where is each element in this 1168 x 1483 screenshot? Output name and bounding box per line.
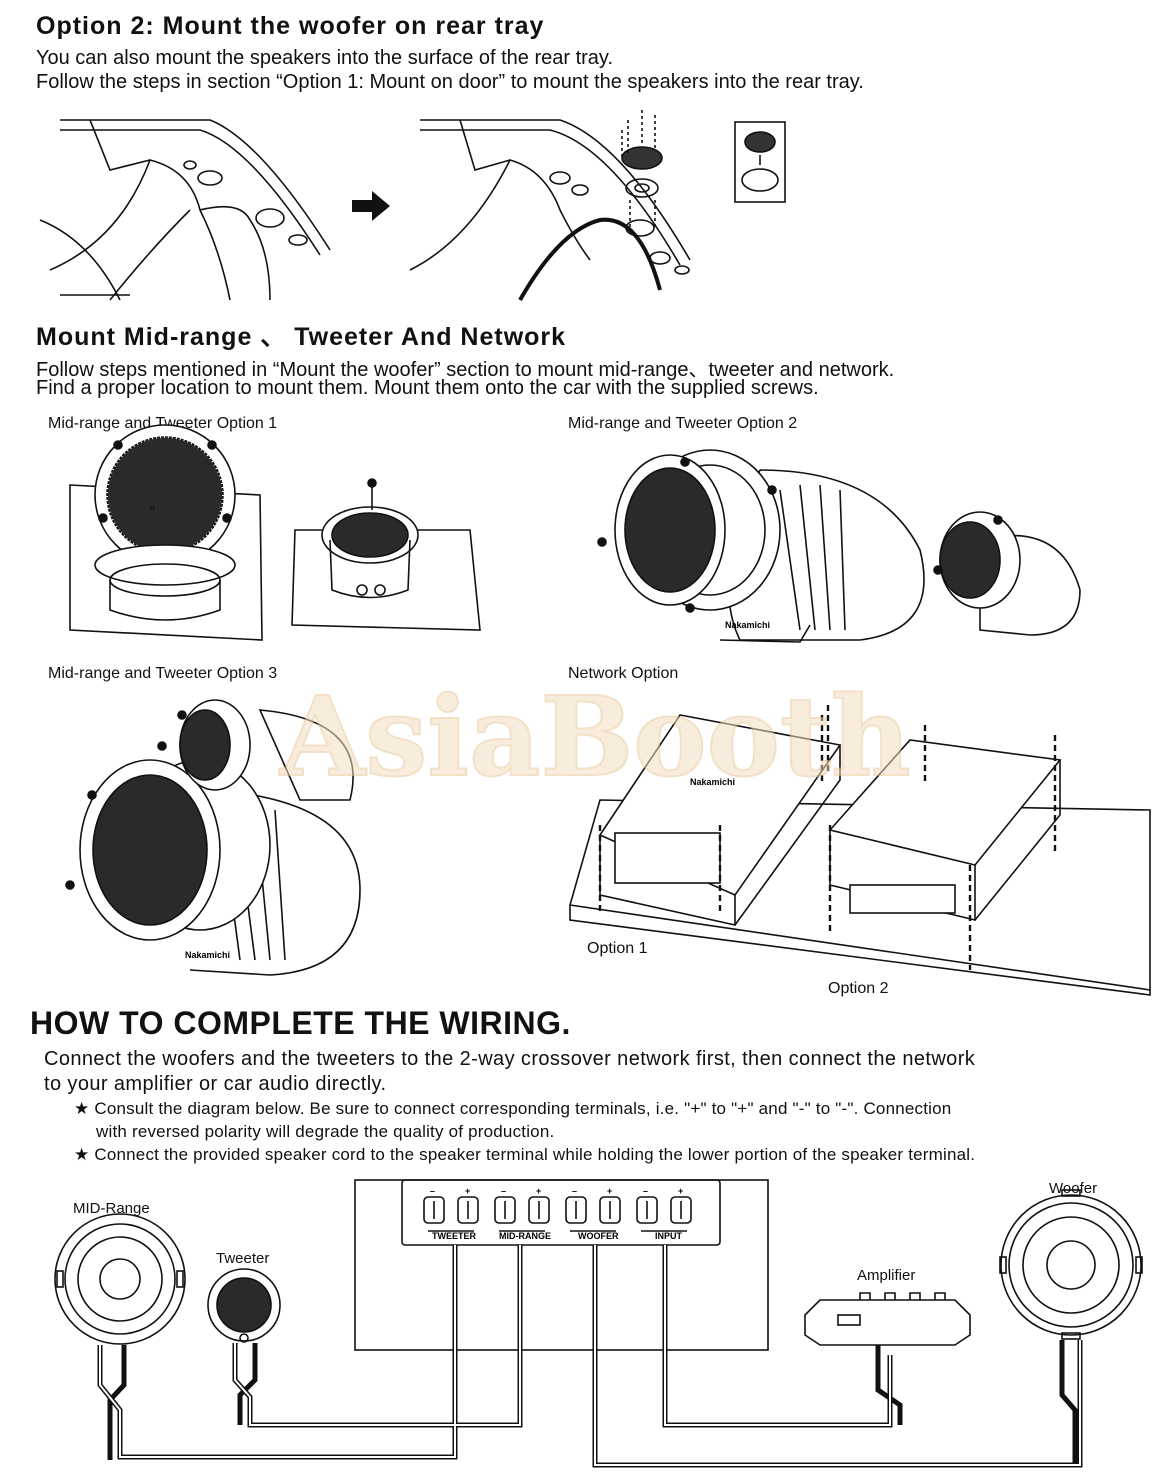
caption-option-2: Mid-range and Tweeter Option 2	[568, 415, 798, 432]
input-minus: –	[643, 1186, 648, 1196]
brand-label-network: Nakamichi	[690, 777, 735, 787]
mount-line-1: Follow steps mentioned in “Mount the woo…	[36, 359, 895, 381]
mount-title: Mount Mid-range 、 Tweeter And Network	[36, 323, 567, 351]
terminal-label-tweeter: TWEETER	[432, 1231, 476, 1241]
wiring-note-1: ★ Consult the diagram below. Be sure to …	[74, 1099, 952, 1118]
tweeter-plus: +	[465, 1186, 470, 1196]
wiring-note-2: ★ Connect the provided speaker cord to t…	[74, 1145, 976, 1164]
crossover-terminals	[423, 1196, 692, 1232]
wiring-cables-inner	[99, 1245, 1081, 1466]
midrange-label: MID-Range	[73, 1200, 150, 1217]
car-rear-seat-after	[409, 119, 691, 301]
caption-option-1: Mid-range and Tweeter Option 1	[48, 415, 278, 432]
caption-option-3: Mid-range and Tweeter Option 3	[48, 665, 278, 682]
caption-network: Network Option	[568, 665, 679, 682]
mount-line-2: Find a proper location to mount them. Mo…	[36, 377, 819, 399]
midrange-speaker	[54, 1213, 186, 1345]
terminal-label-midrange: MID-RANGE	[499, 1231, 551, 1241]
tweeter-speaker	[207, 1268, 281, 1343]
amplifier-device	[804, 1292, 971, 1346]
wiring-diagram: – + – + – + – + TWEETER MID-RANGE WOOFER…	[54, 1179, 1143, 1468]
amplifier-label: Amplifier	[857, 1267, 916, 1284]
car-rear-seat-before	[39, 119, 331, 301]
watermark-text: AsiaBooth	[279, 672, 911, 801]
terminal-label-input: INPUT	[655, 1231, 683, 1241]
wiring-note-1-cont: with reversed polarity will degrade the …	[96, 1122, 555, 1141]
brand-mark-1: n	[150, 503, 154, 512]
network-option-1-label: Option 1	[587, 940, 648, 957]
woofer-speaker	[999, 1189, 1143, 1340]
woofer-label: Woofer	[1049, 1180, 1098, 1197]
rear-tray-title: Option 2: Mount the woofer on rear tray	[36, 12, 545, 40]
rear-tray-illustration	[39, 110, 786, 301]
wiring-line-2: to your amplifier or car audio directly.	[44, 1073, 387, 1095]
crossover-network	[354, 1179, 769, 1351]
option-1-illustration: n	[69, 424, 481, 641]
brand-label-option-3: Nakamichi	[185, 950, 230, 960]
option-2-illustration: Nakamichi	[597, 449, 1081, 643]
grille-inset	[734, 121, 786, 203]
terminal-label-woofer: WOOFER	[578, 1231, 619, 1241]
right-arrow-icon	[352, 191, 390, 221]
midrange-plus: +	[536, 1186, 541, 1196]
option-3-illustration: Nakamichi	[65, 699, 361, 976]
tweeter-label: Tweeter	[216, 1250, 270, 1267]
woofer-plus: +	[607, 1186, 612, 1196]
rear-tray-line-1: You can also mount the speakers into the…	[36, 47, 614, 69]
watermark: AsiaBooth	[278, 671, 912, 802]
wiring-line-1: Connect the woofers and the tweeters to …	[44, 1048, 976, 1070]
midrange-minus: –	[501, 1186, 506, 1196]
brand-label-option-2: Nakamichi	[725, 620, 770, 630]
wiring-title: HOW TO COMPLETE THE WIRING.	[30, 1005, 571, 1041]
rear-tray-line-2: Follow the steps in section “Option 1: M…	[36, 71, 864, 93]
woofer-minus: –	[572, 1186, 577, 1196]
network-option-illustration: Nakamichi	[568, 705, 1151, 996]
input-plus: +	[678, 1186, 683, 1196]
exploded-speaker	[621, 110, 663, 237]
network-option-2-label: Option 2	[828, 980, 889, 997]
tweeter-minus: –	[430, 1186, 435, 1196]
